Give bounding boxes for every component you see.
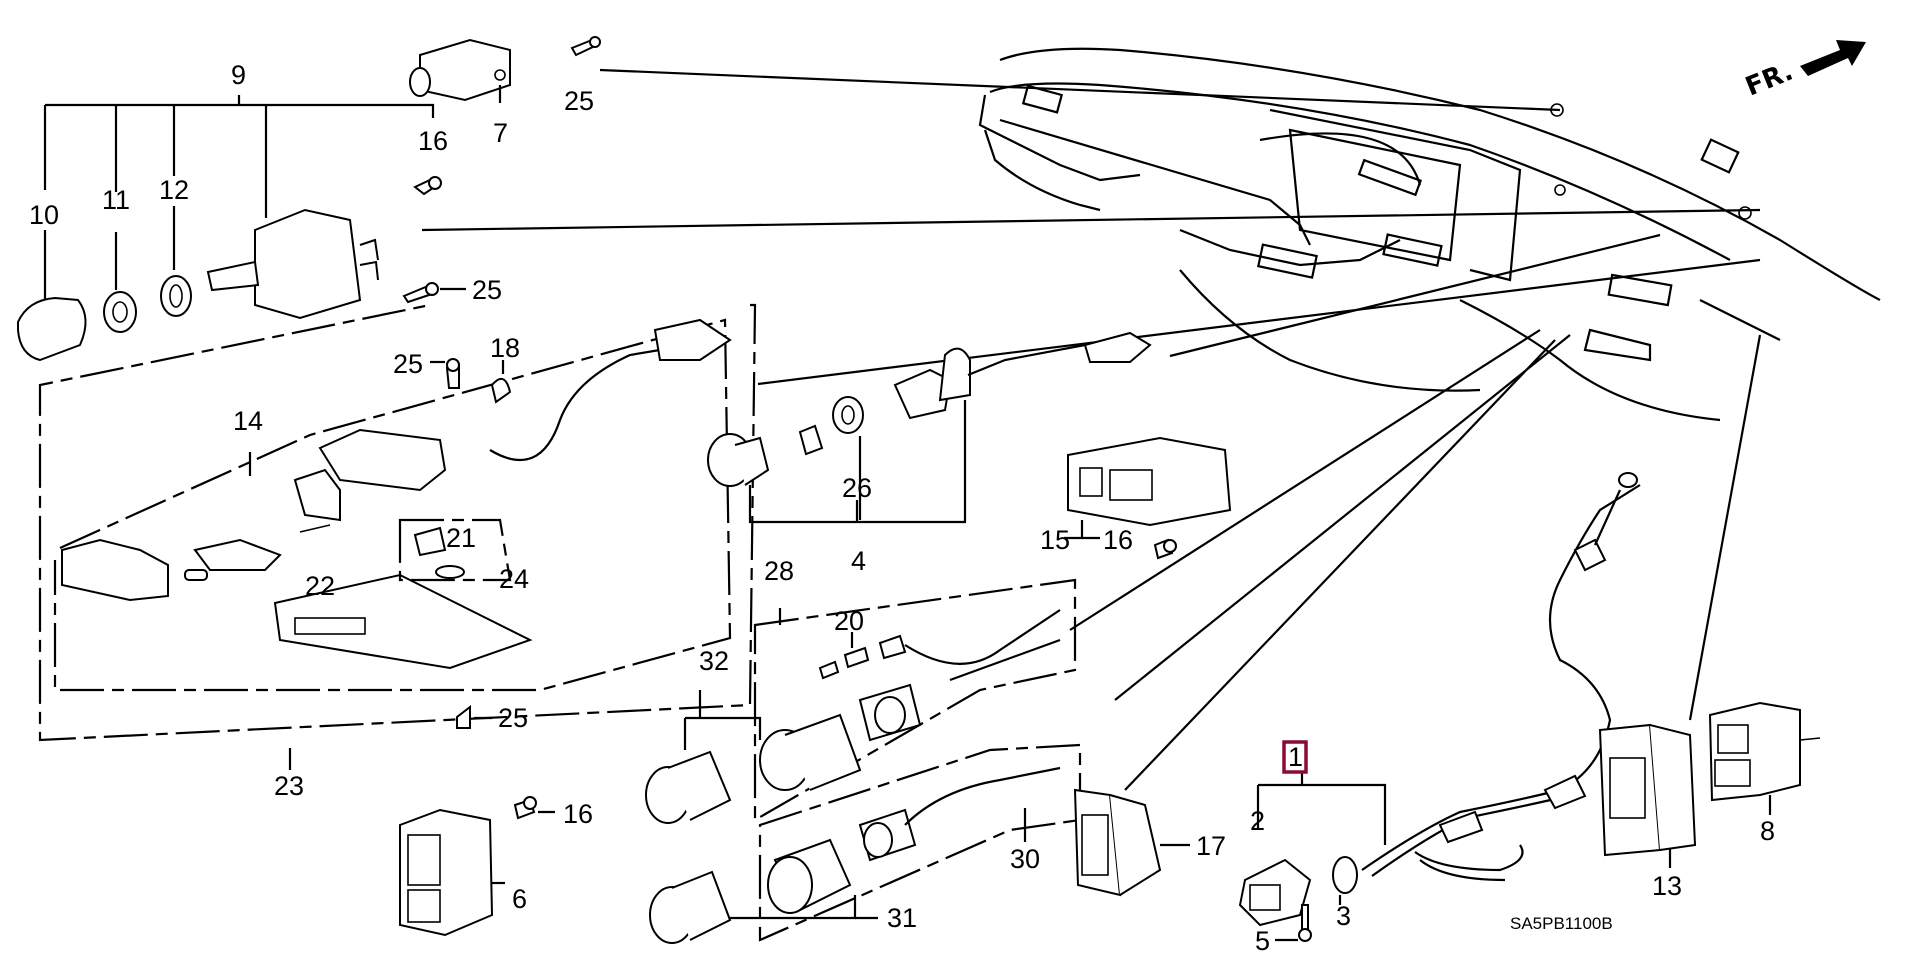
screw-16-top — [413, 176, 442, 196]
highlight-box — [1282, 740, 1308, 774]
callout-15[interactable]: 15 — [1040, 525, 1070, 555]
front-direction-indicator: FR. — [1741, 40, 1866, 102]
part-9-assembly — [17, 95, 435, 362]
callout-23[interactable]: 23 — [274, 771, 304, 801]
callout-1[interactable]: 1 — [1288, 742, 1303, 772]
part-7-switch — [409, 38, 511, 103]
part-23-assembly — [38, 303, 757, 770]
callout-21[interactable]: 21 — [446, 523, 476, 553]
callout-10[interactable]: 10 — [29, 200, 59, 230]
callout-16-bottom[interactable]: 16 — [563, 799, 593, 829]
part-1-assembly — [1238, 472, 1641, 942]
callout-11[interactable]: 11 — [102, 185, 130, 215]
leader-lines — [421, 68, 1762, 791]
callout-labels: 1 2 3 4 5 6 7 8 9 10 11 12 13 14 15 16 1… — [29, 60, 1775, 956]
callout-3[interactable]: 3 — [1336, 901, 1351, 931]
callout-6[interactable]: 6 — [512, 884, 527, 914]
callout-24[interactable]: 24 — [499, 564, 529, 594]
callout-26[interactable]: 26 — [842, 473, 872, 503]
part-8-switch — [1708, 701, 1821, 815]
svg-text:FR.: FR. — [1741, 57, 1797, 103]
part-17-switch — [1073, 788, 1190, 897]
callout-25-inner[interactable]: 25 — [393, 349, 423, 379]
callout-28[interactable]: 28 — [764, 556, 794, 586]
part-28-assembly — [753, 578, 1077, 822]
callout-16-mid[interactable]: 16 — [1103, 525, 1133, 555]
callout-18[interactable]: 18 — [490, 333, 520, 363]
callout-25-bottom[interactable]: 25 — [498, 703, 528, 733]
part-4-assembly — [707, 331, 1152, 524]
callout-17[interactable]: 17 — [1196, 831, 1226, 861]
callout-25-mid[interactable]: 25 — [472, 275, 502, 305]
part-15-switch — [1064, 436, 1232, 560]
part-13-switch — [1598, 723, 1697, 868]
diagram-code: SA5PB1100B — [1510, 914, 1613, 933]
callout-22[interactable]: 22 — [305, 571, 335, 601]
callout-31[interactable]: 31 — [887, 903, 917, 933]
callout-5[interactable]: 5 — [1255, 926, 1270, 956]
part-30-31-assembly — [649, 743, 1082, 944]
callout-16-top[interactable]: 16 — [418, 126, 448, 156]
callout-25-top[interactable]: 25 — [564, 86, 594, 116]
callout-9[interactable]: 9 — [231, 60, 246, 90]
callout-4[interactable]: 4 — [851, 546, 866, 576]
callout-2[interactable]: 2 — [1250, 806, 1265, 836]
part-6-switch — [399, 796, 555, 937]
part-32-lighter — [645, 690, 762, 824]
front-arrow-icon — [1800, 40, 1866, 76]
callout-12[interactable]: 12 — [159, 175, 189, 205]
callout-14[interactable]: 14 — [233, 406, 263, 436]
callout-13[interactable]: 13 — [1652, 871, 1682, 901]
callout-8[interactable]: 8 — [1760, 816, 1775, 846]
callout-30[interactable]: 30 — [1010, 844, 1040, 874]
callout-32[interactable]: 32 — [699, 646, 729, 676]
screw-25-mid — [402, 282, 466, 304]
dashboard-illustration — [978, 47, 1881, 422]
callout-7[interactable]: 7 — [493, 118, 508, 148]
screw-25-top — [570, 36, 601, 57]
callout-20[interactable]: 20 — [834, 606, 864, 636]
